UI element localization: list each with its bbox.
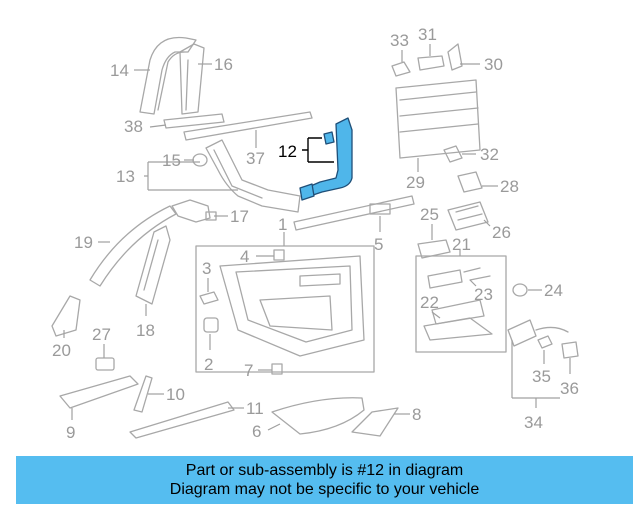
callout-32: 32 (480, 145, 499, 164)
callout-6: 6 (252, 422, 261, 441)
part-27-clip (95, 357, 115, 371)
part-15-clip (192, 153, 208, 167)
part-1-door-panel-assembly (195, 245, 375, 373)
callout-9: 9 (66, 423, 75, 442)
part-9-sill (59, 375, 139, 409)
part-10-trim-strip (133, 375, 153, 413)
part-13-pillar-trim (205, 139, 301, 213)
part-14-pillar-trim (139, 36, 197, 115)
part-25-handle (417, 239, 451, 259)
part-3-clip (199, 291, 219, 305)
leader-6 (267, 423, 281, 431)
part-29-sunshade (395, 79, 481, 159)
callout-23: 23 (474, 285, 493, 304)
part-30-holder (447, 43, 463, 71)
callout-20: 20 (52, 341, 71, 360)
part-37-strip (183, 111, 313, 141)
callout-22: 22 (420, 293, 439, 312)
part-33-bracket (391, 61, 411, 77)
part-17-bracket (171, 199, 217, 223)
part-2-cup (203, 317, 219, 333)
part-8-panel (351, 407, 399, 437)
callout-31: 31 (418, 25, 437, 44)
part-28-switch (457, 171, 483, 193)
callout-36: 36 (560, 379, 579, 398)
info-banner: Part or sub-assembly is #12 in diagram D… (16, 456, 633, 504)
callout-7: 7 (244, 361, 253, 380)
callout-34: 34 (524, 413, 543, 432)
callout-3: 3 (202, 259, 211, 278)
callout-26: 26 (492, 223, 511, 242)
callout-1: 1 (278, 215, 287, 234)
callout-5: 5 (374, 235, 383, 254)
leader-23 (469, 279, 477, 287)
part-5-door-trim (293, 195, 415, 231)
callout-24: 24 (544, 281, 563, 300)
part-20-trim-piece (51, 295, 81, 337)
callout-19: 19 (74, 233, 93, 252)
leader-13 (144, 161, 238, 191)
leader-34 (511, 340, 560, 408)
part-34-wiring (507, 319, 579, 359)
callout-27: 27 (92, 325, 111, 344)
leader-26 (483, 219, 491, 227)
callout-8: 8 (412, 405, 421, 424)
callout-28: 28 (500, 177, 519, 196)
part-26-switch-panel (447, 201, 489, 231)
part-11-sill-strip (129, 401, 235, 439)
callout-12-highlighted: 12 (278, 142, 297, 161)
callout-13: 13 (116, 167, 135, 186)
callout-35: 35 (532, 367, 551, 386)
part-4-clip (273, 249, 285, 261)
callout-29: 29 (406, 173, 425, 192)
callout-17: 17 (230, 207, 249, 226)
callout-18: 18 (136, 321, 155, 340)
part-7-clip (271, 363, 283, 375)
part-38-strip (163, 113, 225, 129)
callout-37: 37 (246, 149, 265, 168)
part-12-highlighted-trim (299, 117, 353, 201)
part-19-rail (89, 205, 177, 287)
callout-11: 11 (246, 399, 264, 418)
callout-2: 2 (204, 355, 213, 374)
banner-line-disclaimer: Diagram may not be specific to your vehi… (169, 481, 480, 498)
callout-16: 16 (214, 55, 233, 74)
callout-38: 38 (124, 117, 143, 136)
part-6-panel (271, 397, 365, 435)
callout-30: 30 (484, 55, 503, 74)
part-31-bracket (417, 55, 445, 71)
callout-33: 33 (390, 31, 409, 50)
callout-4: 4 (240, 247, 249, 266)
part-18-panel (135, 225, 171, 305)
callout-10: 10 (166, 385, 185, 404)
callout-25: 25 (420, 205, 439, 224)
callout-15: 15 (162, 151, 181, 170)
part-21-assembly (415, 255, 507, 353)
parts-diagram: 1 2 3 4 5 6 7 8 9 10 11 12 13 14 15 16 1… (51, 25, 579, 442)
callout-14: 14 (110, 61, 129, 80)
leader-38 (149, 124, 167, 128)
leader-12 (302, 137, 334, 163)
part-24-cap (512, 283, 528, 297)
part-32-clip (443, 145, 463, 163)
callout-21: 21 (452, 235, 471, 254)
part-16-pillar-cover (179, 43, 205, 115)
banner-line-part-number: Part or sub-assembly is #12 in diagram (185, 462, 464, 479)
leader-22 (431, 311, 441, 319)
